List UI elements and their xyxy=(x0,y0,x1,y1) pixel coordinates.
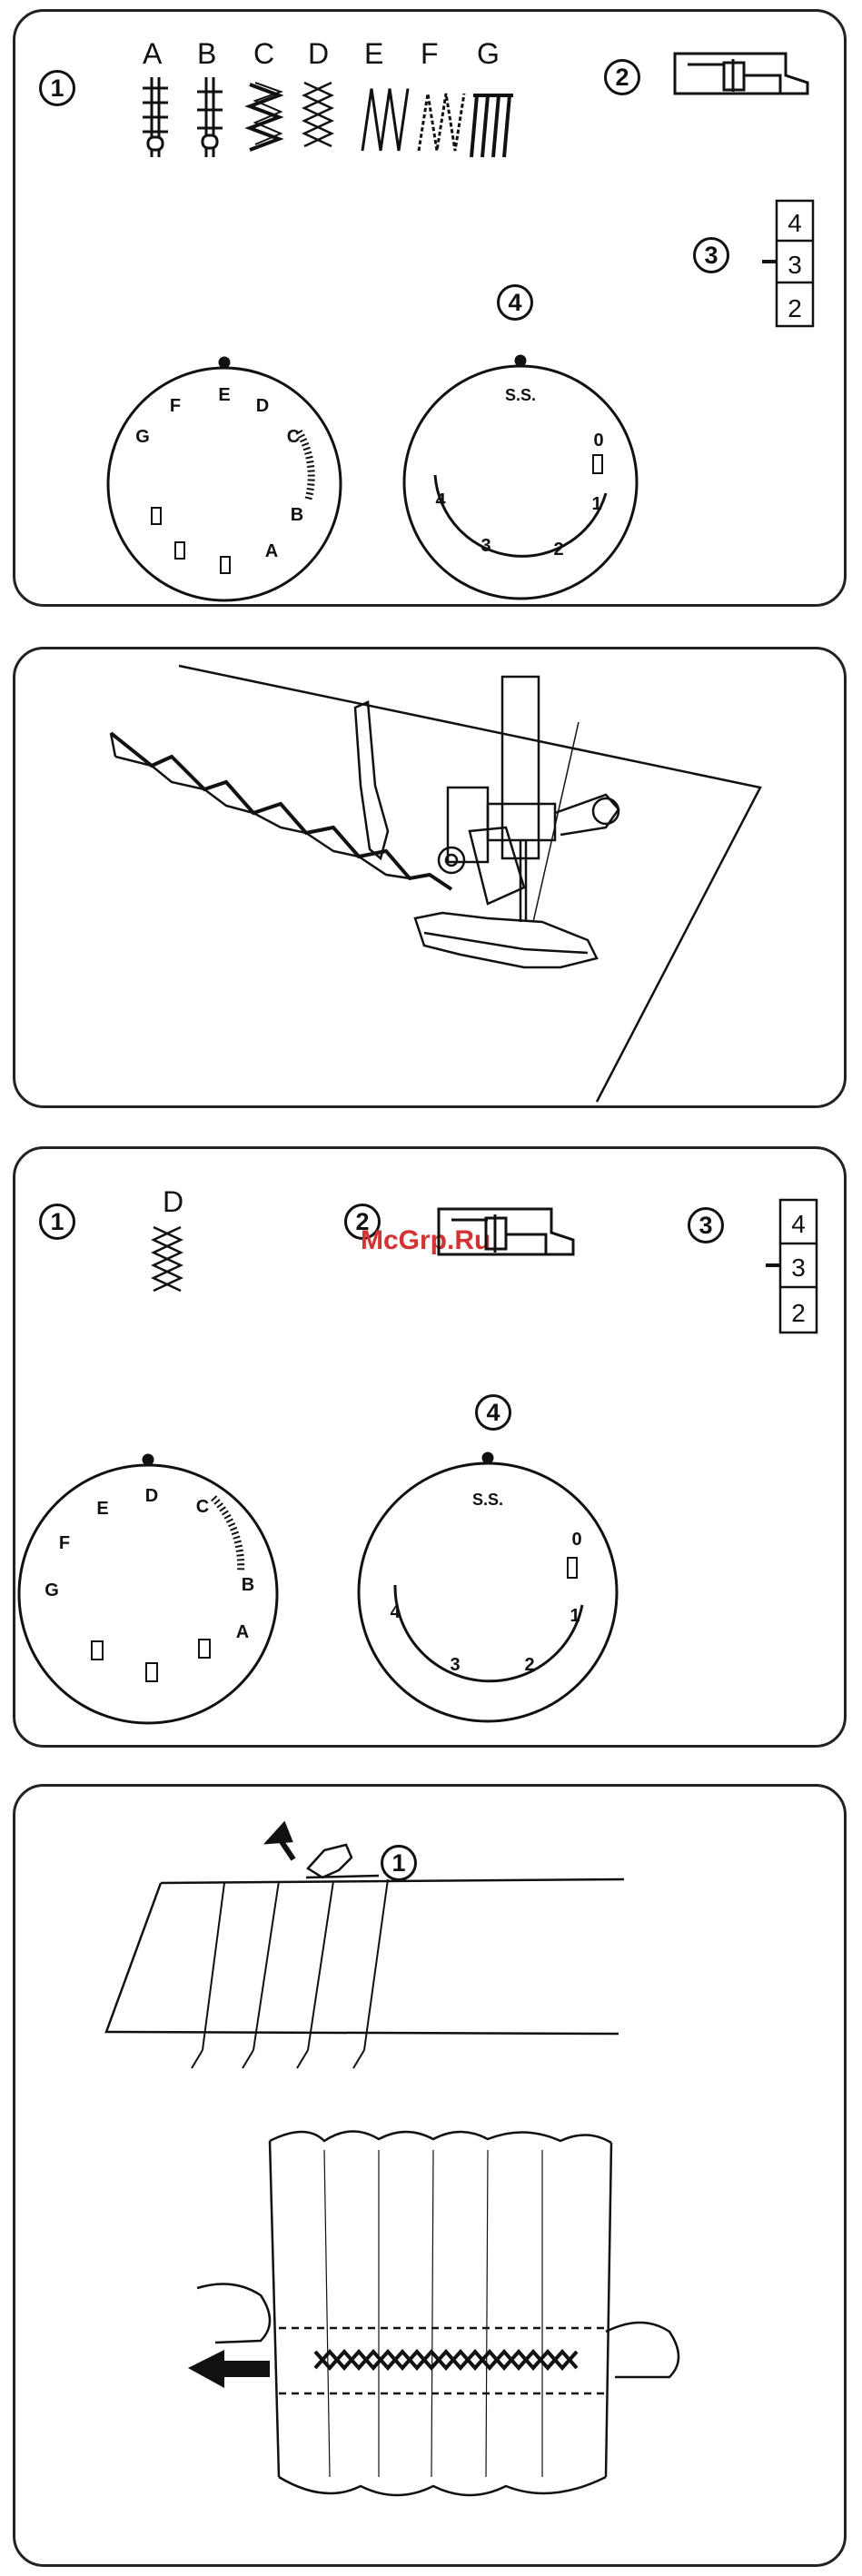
dial-letter-d: D xyxy=(256,396,269,416)
dial-1: 1 xyxy=(570,1606,580,1626)
dial-letter-b: B xyxy=(242,1575,254,1595)
dial-3: 3 xyxy=(450,1655,460,1675)
tension-4: 4 xyxy=(788,209,802,237)
sewing-illustration-panel xyxy=(13,647,847,1108)
dial-ss: S.S. xyxy=(472,1491,503,1509)
stitch-icon-f xyxy=(419,94,464,151)
dial-letter-c: C xyxy=(287,427,300,447)
dial-letter-a: A xyxy=(236,1622,249,1642)
panel3-drawing: 4 3 2 D E F G C B A S.S. 0 1 2 3 4 xyxy=(15,1149,847,1748)
dial-letter-e: E xyxy=(218,385,230,405)
stitch-icon-b xyxy=(197,77,223,157)
tension-4: 4 xyxy=(791,1210,806,1238)
smocking-settings-panel: 1 2 3 4 D McGrp.Ru 4 3 2 D E F G xyxy=(13,1146,847,1748)
dial-2: 2 xyxy=(524,1655,534,1675)
dial-letter-g: G xyxy=(135,427,150,447)
stitch-icon-e xyxy=(362,89,408,151)
dial-letter-b: B xyxy=(291,505,303,525)
buttonhole-symbols xyxy=(92,1640,210,1681)
presser-foot-icon xyxy=(439,1209,573,1254)
pull-left-arrow xyxy=(188,2350,270,2388)
zigzag-edge xyxy=(111,733,451,889)
dial-2: 2 xyxy=(553,540,563,560)
presser-foot-sewing-drawing xyxy=(15,649,847,1108)
gathered-fabric xyxy=(270,2131,611,2495)
smocking-drawing xyxy=(15,1787,847,2567)
dial-letter-c: C xyxy=(196,1497,209,1517)
panel1-drawing: 4 3 2 E F G D C B A S.S. 0 1 2 3 4 xyxy=(15,12,847,607)
dial-letter-f: F xyxy=(170,396,181,416)
dial-1: 1 xyxy=(591,494,601,514)
dial-letter-a: A xyxy=(265,541,278,561)
presser-foot-icon xyxy=(675,54,808,94)
dial-letter-g: G xyxy=(45,1580,59,1600)
stitch-icon-g xyxy=(471,95,513,157)
dial-letter-f: F xyxy=(59,1533,70,1553)
dial-letter-d: D xyxy=(145,1486,158,1506)
gathering-threads xyxy=(192,1879,388,2068)
dial-ss: S.S. xyxy=(505,386,536,404)
dial-0: 0 xyxy=(593,431,603,451)
stitch-icon-d xyxy=(154,1227,181,1291)
dial-letter-e: E xyxy=(96,1499,108,1519)
dial-4: 4 xyxy=(390,1602,401,1622)
stitch-icon-a xyxy=(143,77,168,157)
dial-4: 4 xyxy=(435,490,446,510)
buttonhole-symbols xyxy=(152,508,230,573)
tension-3: 3 xyxy=(791,1253,806,1282)
stitch-settings-panel: 1 2 3 4 A B C D E F G xyxy=(13,9,847,607)
smocking-technique-panel: 1 xyxy=(13,1784,847,2567)
dial-3: 3 xyxy=(481,536,490,556)
dial-0: 0 xyxy=(571,1530,581,1550)
tension-2: 2 xyxy=(788,294,802,322)
stitch-icon-d xyxy=(304,83,332,146)
tension-2: 2 xyxy=(791,1299,806,1327)
tension-3: 3 xyxy=(788,251,802,279)
